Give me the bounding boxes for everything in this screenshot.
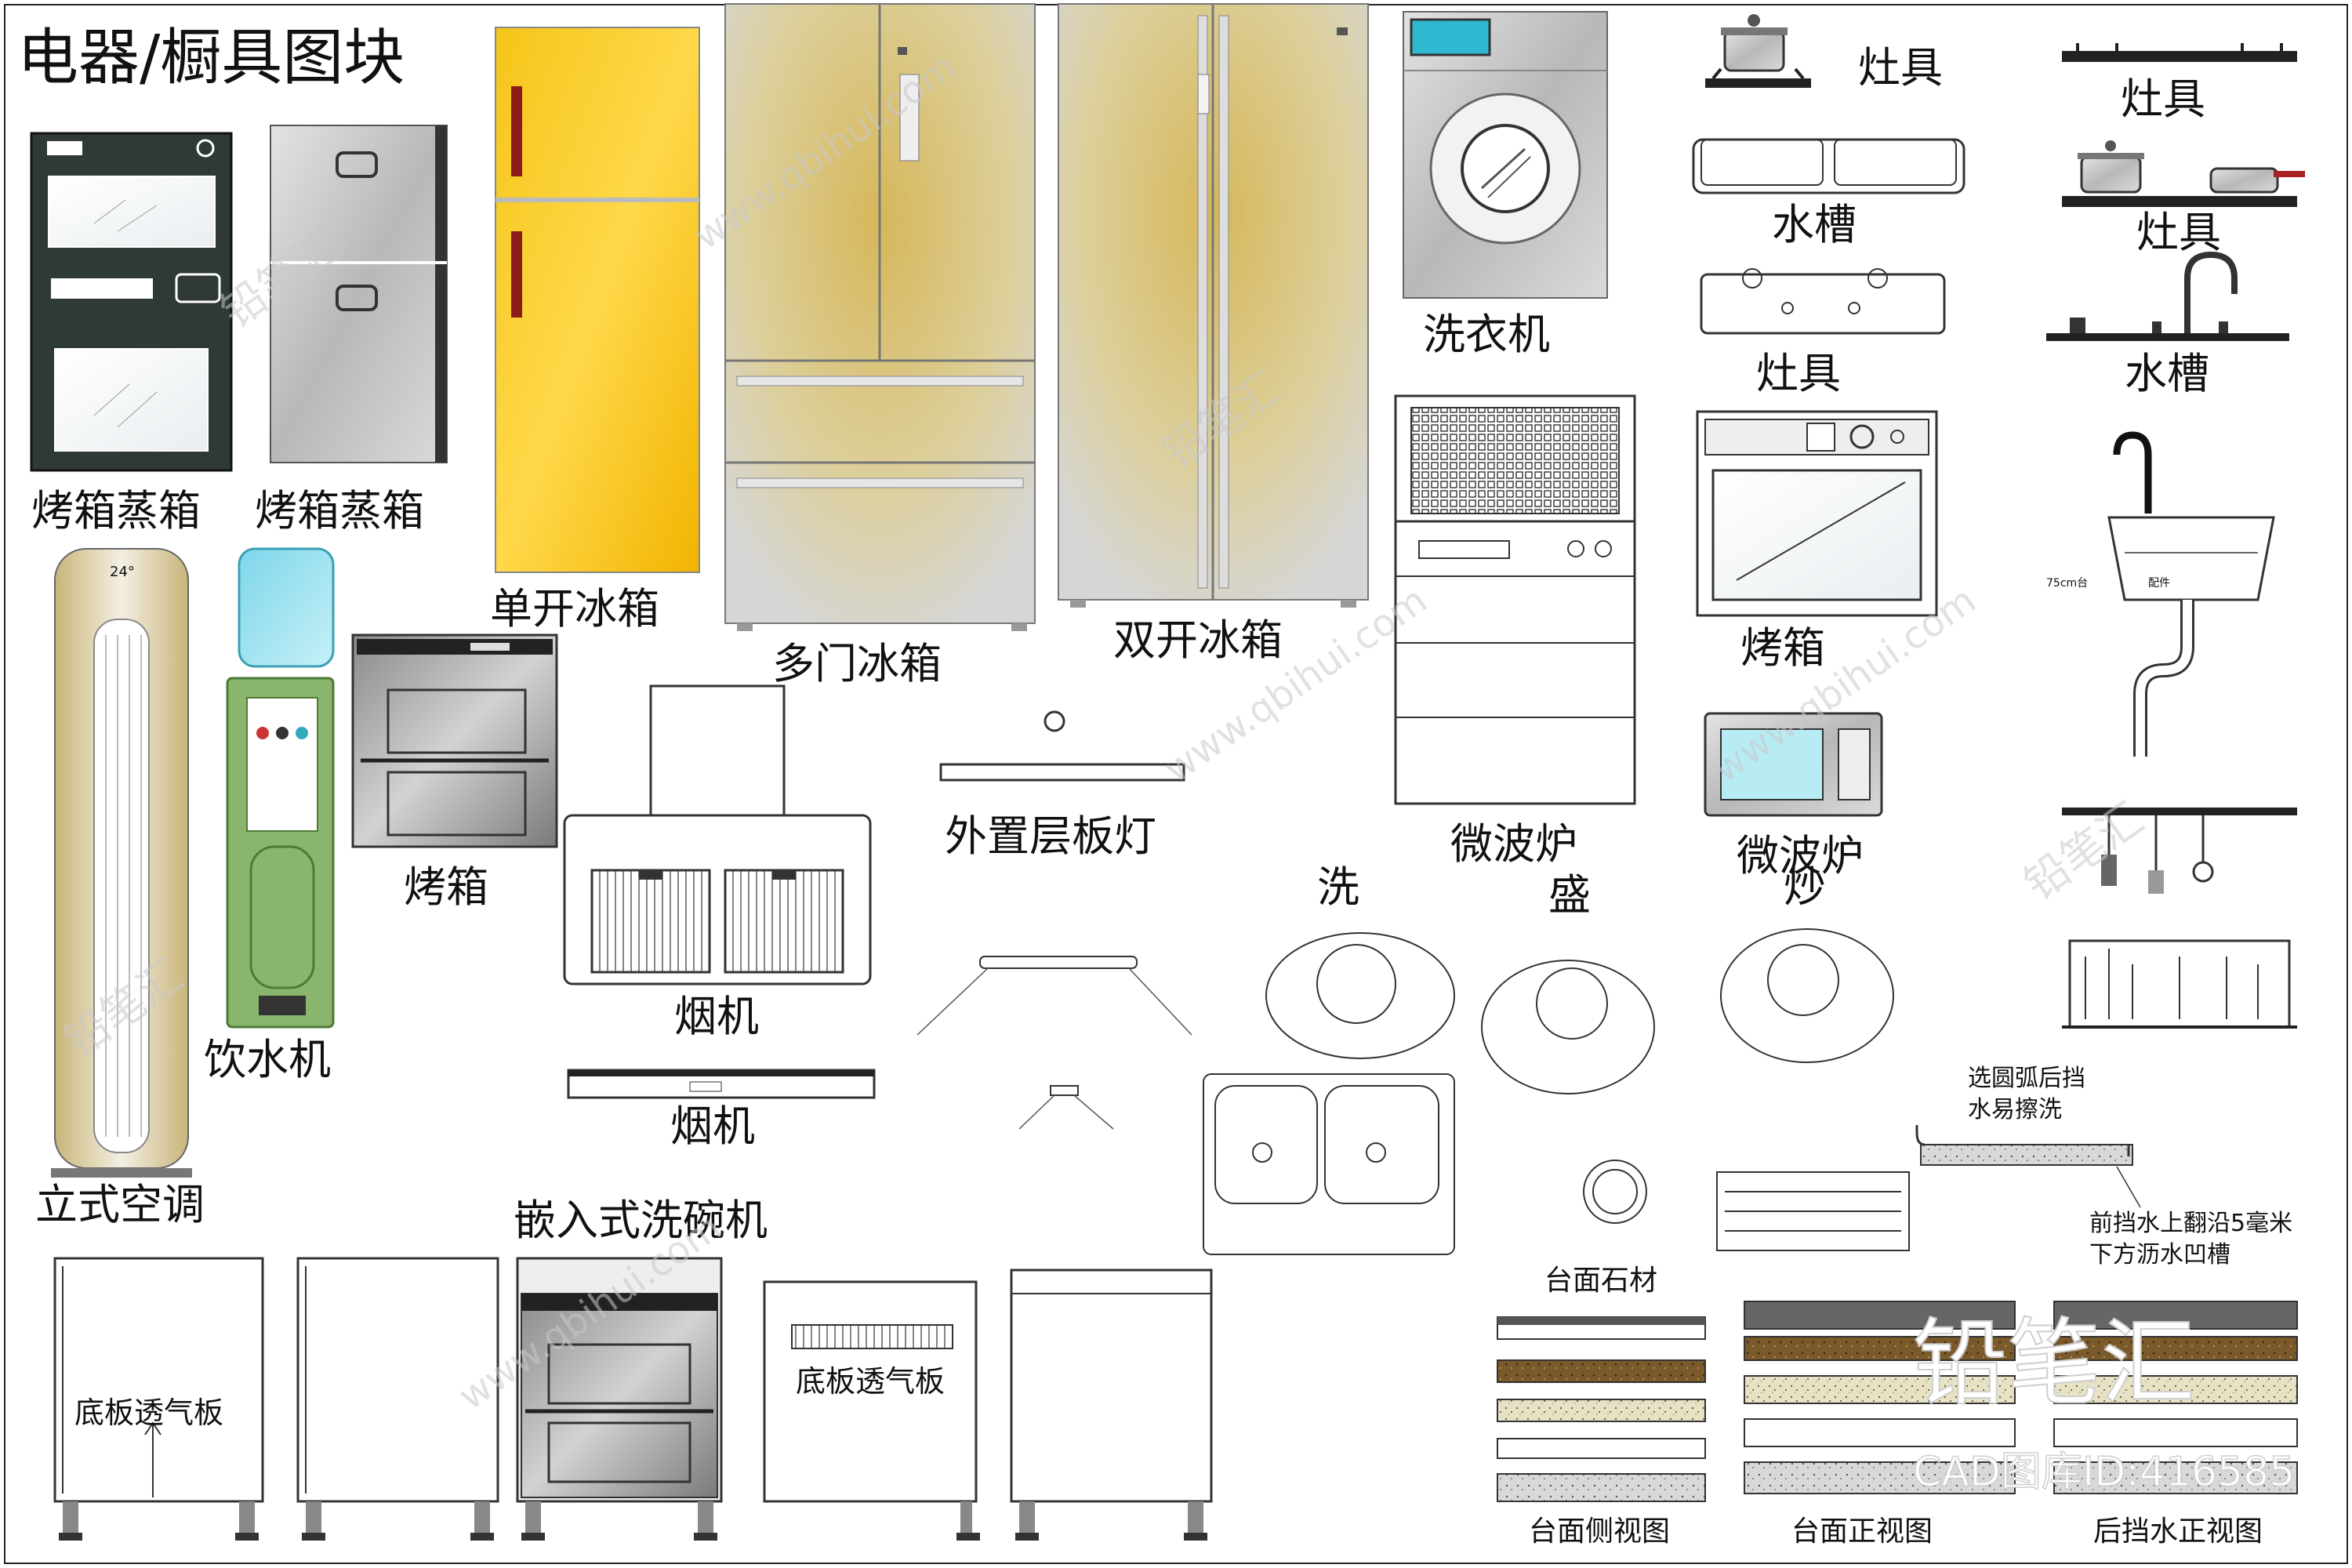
water-dispenser — [226, 547, 335, 1029]
wall-oven — [1696, 410, 1938, 617]
range-hood-front — [567, 1069, 876, 1099]
utensil-rail — [2062, 808, 2297, 894]
label-shelf-light: 外置层板灯 — [945, 811, 1156, 861]
label-counter-side: 台面侧视图 — [1529, 1515, 1670, 1548]
sink-note-2: 配件 — [2148, 577, 2170, 590]
backsplash-front-view — [2053, 1301, 2298, 1494]
label-sink-2: 水槽 — [2125, 349, 2209, 398]
label-oven-1: 烤箱 — [404, 862, 488, 912]
label-multi-fridge: 多门冰箱 — [772, 639, 942, 688]
label-sink-1: 水槽 — [1772, 200, 1857, 249]
light-beam-1 — [916, 956, 1192, 1036]
label-microwave-1: 微波炉 — [1450, 819, 1577, 869]
oven-steamer-black — [30, 132, 233, 472]
label-single-fridge: 单开冰箱 — [490, 584, 659, 633]
range-hood — [563, 684, 872, 985]
label-dishwasher: 嵌入式洗碗机 — [514, 1196, 768, 1245]
stove-elevation-2 — [2062, 43, 2297, 62]
counter-side-view — [1497, 1316, 1706, 1502]
label-person-wash: 洗 — [1317, 862, 1359, 912]
person-stirfry — [1716, 928, 1910, 1251]
label-hood-1: 烟机 — [674, 992, 759, 1041]
label-oven-steamer-2: 烤箱蒸箱 — [255, 486, 424, 535]
label-vent-2: 底板透气板 — [796, 1364, 945, 1399]
cabinet-vent-2 — [763, 1280, 980, 1541]
cabinet-vent-1 — [53, 1257, 264, 1541]
label-stove-3: 灶具 — [1756, 349, 1841, 398]
built-in-dishwasher — [516, 1257, 723, 1541]
light-beam-2 — [1018, 1085, 1114, 1130]
watermark-cad-id: CAD图库ID:416585 — [1913, 1449, 2295, 1496]
stove-two-pots — [2062, 140, 2305, 207]
sink-faucet-elevation — [2046, 251, 2289, 341]
built-in-oven — [351, 633, 558, 848]
label-microwave-2: 微波炉 — [1737, 831, 1864, 880]
double-door-fridge — [1058, 3, 1369, 608]
sink-note-1: 75cm台 — [2046, 577, 2088, 590]
stove-plan-2 — [1700, 268, 1946, 335]
label-stove-2: 灶具 — [2121, 74, 2205, 124]
shelf-light — [939, 710, 1185, 782]
tower-air-conditioner: 24° — [51, 548, 192, 1178]
note-arc-2: 水易擦洗 — [1968, 1096, 2062, 1123]
cabinet-open — [1010, 1269, 1213, 1541]
label-person-serve: 盛 — [1548, 870, 1591, 920]
note-edge-1: 前挡水上翻沿5毫米 — [2089, 1210, 2292, 1237]
label-hood-2: 烟机 — [670, 1102, 755, 1151]
microwave-oven — [1704, 712, 1883, 817]
label-double-fridge: 双开冰箱 — [1113, 615, 1283, 665]
label-stove-4: 灶具 — [2136, 208, 2221, 257]
label-person-fry: 炒 — [1784, 862, 1826, 912]
person-washing — [1203, 932, 1455, 1255]
single-door-fridge — [495, 27, 700, 573]
note-edge-2: 下方沥水凹槽 — [2089, 1241, 2230, 1269]
microwave-cabinet — [1394, 394, 1636, 805]
label-oven-2: 烤箱 — [1740, 623, 1825, 673]
oven-steamer-steel — [270, 125, 448, 463]
person-serving — [1481, 960, 1655, 1224]
label-stove-1: 灶具 — [1858, 43, 1943, 93]
multi-door-fridge — [724, 3, 1036, 631]
sink-section: 75cm台 配件 — [2046, 431, 2275, 757]
watermark-brand-large: 铅笔汇 — [1913, 1309, 2195, 1418]
note-arc-1: 选圆弧后挡 — [1968, 1065, 2085, 1092]
ac-temp-display: 24° — [110, 564, 135, 580]
label-counter-stone: 台面石材 — [1544, 1265, 1657, 1297]
dish-rack — [2062, 939, 2297, 1029]
stove-pot-1 — [1705, 14, 1811, 88]
label-backsplash-front: 后挡水正视图 — [2093, 1515, 2263, 1548]
label-oven-steamer-1: 烤箱蒸箱 — [31, 486, 201, 535]
label-counter-front: 台面正视图 — [1791, 1515, 1933, 1548]
label-vent-1: 底板透气板 — [74, 1396, 223, 1430]
label-washer: 洗衣机 — [1423, 310, 1550, 359]
label-water-dispenser: 饮水机 — [204, 1035, 331, 1084]
label-air-conditioner: 立式空调 — [35, 1180, 205, 1229]
sink-plan-1 — [1692, 138, 1965, 194]
backsplash-detail — [1915, 1125, 2141, 1208]
page-title: 电器/橱具图块 — [17, 23, 405, 93]
counter-front-view — [1744, 1301, 2016, 1494]
washing-machine — [1403, 11, 1608, 299]
cabinet-plain — [296, 1257, 499, 1541]
